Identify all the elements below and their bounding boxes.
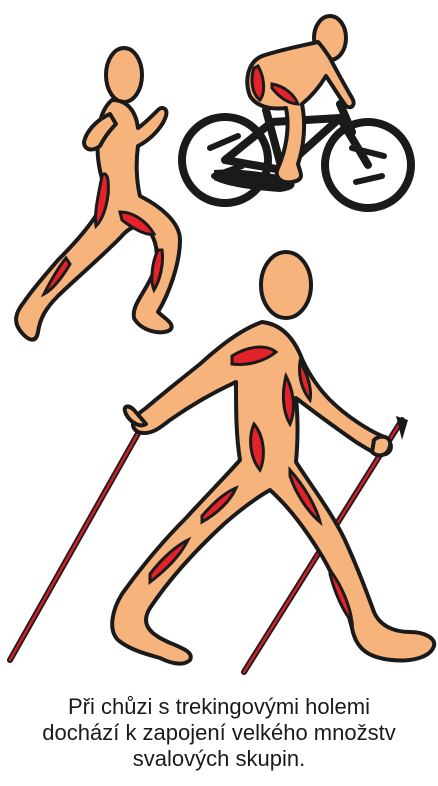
caption-line-1: Při chůzi s trekingovými holemi [0, 694, 438, 720]
walker-hand-front [372, 437, 390, 456]
caption-line-3: svalových skupin. [0, 746, 438, 772]
walker-head [261, 252, 311, 318]
runner-head [106, 48, 142, 102]
cyclist-figure [182, 16, 411, 208]
caption-line-2: dochází k zapojení velkého množstv [0, 720, 438, 746]
walker-body [112, 322, 434, 664]
nordic-walker-figure [10, 252, 434, 672]
caption: Při chůzi s trekingovými holemi dochází … [0, 694, 438, 772]
runner-figure [16, 48, 180, 340]
